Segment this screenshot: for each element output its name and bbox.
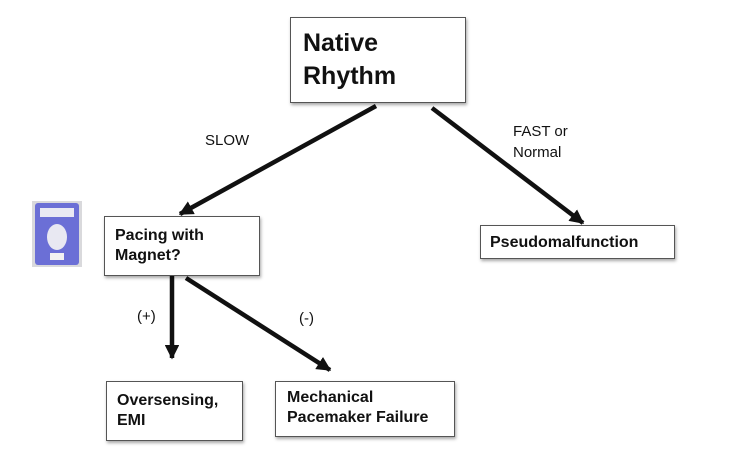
edge-label-fast-line2: Normal bbox=[513, 144, 562, 161]
edge-label-positive: (+) bbox=[137, 308, 156, 325]
node-native-line1: Native bbox=[303, 29, 379, 57]
magnet-icon bbox=[32, 201, 82, 267]
edge-label-fast-line1: FAST or bbox=[513, 123, 568, 140]
node-mech-line2: Pacemaker Failure bbox=[287, 409, 429, 426]
node-pacing-line1: Pacing with bbox=[115, 227, 204, 244]
node-native-line2: Rhythm bbox=[303, 61, 397, 90]
node-native-rhythm: Native Rhythm bbox=[290, 17, 466, 103]
node-pseudo-label: Pseudomalfunction bbox=[490, 234, 639, 251]
node-pacing-line2: Magnet? bbox=[115, 247, 181, 264]
node-oversensing-emi: Oversensing, EMI bbox=[106, 381, 243, 441]
node-pseudomalfunction: Pseudomalfunction bbox=[480, 225, 675, 259]
arrow-negative bbox=[184, 276, 332, 372]
node-mechanical-failure: Mechanical Pacemaker Failure bbox=[275, 381, 455, 437]
edge-label-negative: (-) bbox=[299, 310, 314, 327]
node-mech-line1: Mechanical bbox=[287, 389, 374, 406]
arrow-fast bbox=[430, 106, 585, 225]
edge-label-fast: FAST or Normal bbox=[513, 121, 568, 163]
node-pacing-with-magnet: Pacing with Magnet? bbox=[104, 216, 260, 276]
arrow-slow bbox=[178, 104, 378, 216]
edge-label-slow: SLOW bbox=[205, 132, 250, 149]
node-over-line1: Oversensing, bbox=[117, 392, 219, 409]
node-over-line2: EMI bbox=[117, 412, 146, 429]
